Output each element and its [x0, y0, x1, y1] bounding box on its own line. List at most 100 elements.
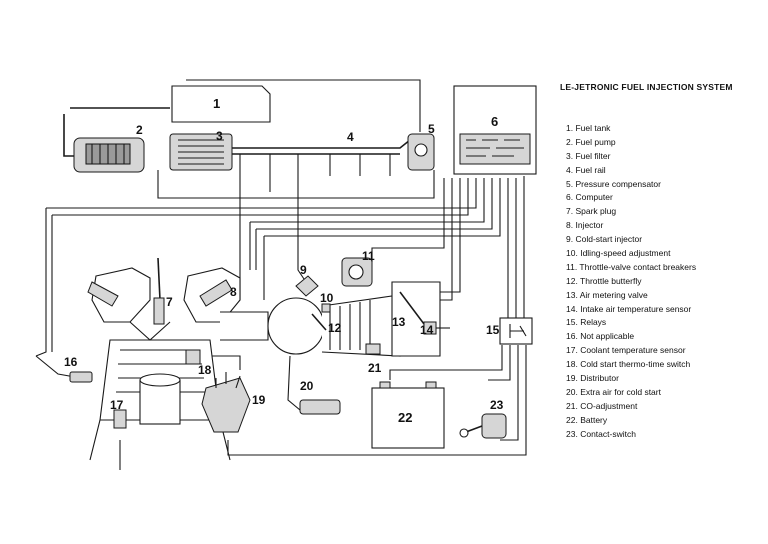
- legend-item-label: Intake air temperature sensor: [580, 303, 692, 314]
- legend-item: 9. Cold-start injector: [566, 234, 643, 245]
- legend-item-number: 19: [566, 373, 576, 384]
- legend-item: 23. Contact-switch: [566, 428, 636, 439]
- legend-item-number: 16: [566, 331, 576, 342]
- fuel-pump: 2: [73, 123, 145, 173]
- legend-item-label: Fuel pump: [575, 136, 616, 147]
- callout-20: 20: [300, 379, 314, 393]
- legend: LE-JETRONIC FUEL INJECTION SYSTEM 1. Fue…: [560, 82, 765, 441]
- legend-item: 16. Not applicable: [566, 331, 635, 342]
- cold-start-injector: 9: [295, 263, 319, 297]
- callout-5: 5: [428, 122, 435, 136]
- relay-box: 15: [486, 317, 533, 345]
- legend-item-number: 15: [566, 317, 576, 328]
- legend-item-label: Extra air for cold start: [580, 386, 661, 397]
- legend-item: 20. Extra air for cold start: [566, 386, 661, 397]
- legend-item-number: 7: [566, 206, 571, 217]
- callout-12: 12: [328, 321, 342, 335]
- legend-item-label: Injector: [575, 220, 604, 231]
- callout-10: 10: [320, 291, 334, 305]
- callout-3: 3: [216, 129, 223, 143]
- legend-item-number: 5: [566, 178, 571, 189]
- legend-item: 21. CO-adjustment: [566, 400, 638, 411]
- legend-item-label: CO-adjustment: [580, 400, 638, 411]
- fuel-filter: 3: [169, 129, 233, 171]
- legend-item-label: Coolant temperature sensor: [580, 345, 686, 356]
- legend-item-label: Pressure compensator: [575, 178, 661, 189]
- legend-item-number: 2: [566, 136, 571, 147]
- legend-item-number: 23: [566, 428, 576, 439]
- legend-item: 7. Spark plug: [566, 206, 617, 217]
- legend-item: 17. Coolant temperature sensor: [566, 345, 686, 356]
- legend-item: 8. Injector: [566, 220, 604, 231]
- legend-item: 19. Distributor: [566, 373, 619, 384]
- sensor-16: 16: [35, 355, 93, 383]
- legend-item-number: 17: [566, 345, 576, 356]
- legend-item-label: Cold-start injector: [575, 234, 643, 245]
- legend-item: 13. Air metering valve: [566, 289, 648, 300]
- legend-item-number: 21: [566, 400, 576, 411]
- legend-item-number: 18: [566, 359, 576, 370]
- legend-item-number: 14: [566, 303, 576, 314]
- legend-item-label: Fuel filter: [575, 150, 611, 161]
- legend-item: 2. Fuel pump: [566, 136, 616, 147]
- callout-14: 14: [420, 323, 434, 337]
- callout-9: 9: [300, 263, 307, 277]
- callout-11: 11: [362, 249, 375, 263]
- callout-1: 1: [213, 96, 220, 111]
- legend-item-number: 9: [566, 234, 571, 245]
- callout-19: 19: [252, 393, 266, 407]
- distributor: 19: [201, 372, 266, 433]
- legend-item-label: Throttle-valve contact breakers: [579, 261, 697, 272]
- legend-item-number: 12: [566, 275, 576, 286]
- legend-item-number: 10: [566, 248, 576, 259]
- diagram-title: LE-JETRONIC FUEL INJECTION SYSTEM: [560, 82, 733, 92]
- callout-4: 4: [347, 130, 354, 144]
- legend-item-number: 11: [566, 261, 575, 272]
- legend-item-number: 22: [566, 414, 576, 425]
- legend-item-label: Spark plug: [575, 206, 617, 217]
- spark-plug: 7: [153, 257, 173, 325]
- legend-item: 4. Fuel rail: [566, 164, 606, 175]
- computer-ecu: 6: [453, 85, 537, 175]
- legend-item: 1. Fuel tank: [566, 123, 611, 133]
- legend-item: 14. Intake air temperature sensor: [566, 303, 692, 314]
- legend-item: 5. Pressure compensator: [566, 178, 661, 189]
- legend-item-label: Contact-switch: [580, 428, 636, 439]
- legend-item-number: 3: [566, 150, 571, 161]
- legend-item: 15. Relays: [566, 317, 607, 328]
- air-flow-meter: 13 14: [391, 281, 450, 357]
- legend-item-label: Fuel rail: [575, 164, 606, 175]
- legend-item-label: Computer: [575, 192, 613, 203]
- legend-item-number: 13: [566, 289, 576, 300]
- legend-item-label: Distributor: [580, 373, 619, 384]
- legend-item-label: Fuel tank: [575, 123, 611, 133]
- legend-item: 11. Throttle-valve contact breakers: [566, 261, 697, 272]
- fuel-tank: 1: [171, 85, 271, 123]
- legend-item-label: Cold start thermo-time switch: [580, 359, 691, 370]
- callout-21: 21: [368, 361, 382, 375]
- legend-item: 6. Computer: [566, 192, 613, 203]
- legend-item-label: Idling-speed adjustment: [580, 248, 671, 259]
- legend-item-number: 20: [566, 386, 576, 397]
- callout-18: 18: [198, 363, 212, 377]
- legend-item-number: 8: [566, 220, 571, 231]
- legend-item: 18. Cold start thermo-time switch: [566, 359, 691, 370]
- callout-2: 2: [136, 123, 143, 137]
- legend-item-label: Air metering valve: [579, 289, 648, 300]
- wiring: [35, 176, 527, 470]
- legend-item-number: 4: [566, 164, 571, 175]
- legend-item: 12. Throttle butterfly: [566, 275, 642, 286]
- idle-speed-screw: 10: [320, 291, 334, 313]
- intake-plenum: [220, 295, 401, 357]
- legend-item-label: Relays: [580, 317, 607, 328]
- callout-7: 7: [166, 295, 173, 309]
- callout-22: 22: [398, 410, 412, 425]
- legend-item-label: Battery: [580, 414, 608, 425]
- throttle-butterfly: 12: [311, 313, 342, 335]
- ignition-switch: 23: [459, 398, 507, 439]
- callout-8: 8: [230, 285, 237, 299]
- battery: 22: [371, 381, 445, 449]
- callout-23: 23: [490, 398, 504, 412]
